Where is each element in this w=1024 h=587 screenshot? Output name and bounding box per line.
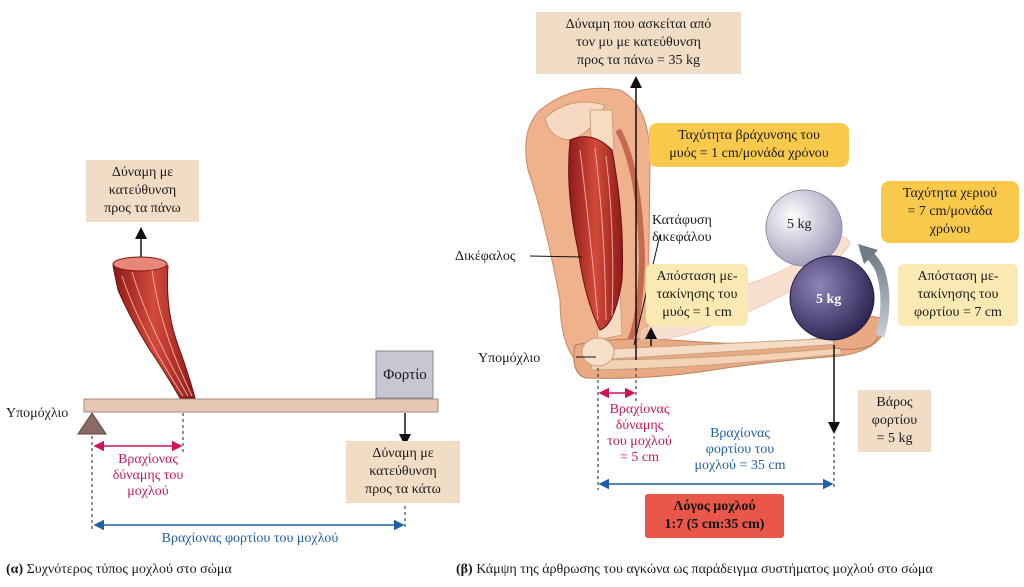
- load-box: [375, 350, 434, 399]
- hand-speed-box: Ταχύτητα χεριού = 7 cm/μονάδα χρόνου: [881, 181, 1019, 243]
- ball-upper-label: 5 kg: [787, 217, 812, 232]
- insertion-label: Κατάφυση δικεφάλου: [652, 213, 712, 245]
- caption-b: (β) Κάμψη της άρθρωσης του αγκώνα ως παρ…: [456, 562, 933, 578]
- force-down-box: Δύναμη με κατεύθυνση προς τα κάτω: [346, 441, 460, 503]
- effort-arm-label-a: Βραχίονας δύναμης του μοχλού: [112, 452, 184, 499]
- panel-a-graphics: [77, 227, 439, 531]
- fulcrum-triangle: [77, 412, 107, 435]
- caption-a-text: Συχνότερος τύπος μοχλού στο σώμα: [26, 562, 232, 577]
- biceps-label: Δικέφαλος: [455, 249, 516, 264]
- effort-arm-label-b: Βραχίονας δύναμης του μοχλού = 5 cm: [607, 402, 672, 465]
- ratio-box: Λόγος μοχλού 1:7 (5 cm:35 cm): [645, 494, 784, 538]
- fulcrum-label-b: Υπομόχλιο: [478, 351, 541, 366]
- load-label: Φορτίο: [383, 367, 427, 383]
- load-arm-label-b: Βραχίονας φορτίου του μοχλού = 35 cm: [694, 426, 786, 473]
- muscle-force-box: Δύναμη που ασκείται από τον μυ με κατεύθ…: [536, 12, 741, 74]
- ratio-title: Λόγος μοχλού: [673, 499, 756, 514]
- load-distance-box: Απόσταση με- τακίνησης του φορτίου = 7 c…: [898, 264, 1018, 326]
- load-arm-label-a: Βραχίονας φορτίου του μοχλού: [161, 531, 339, 546]
- ball-lower-label: 5 kg: [816, 292, 842, 307]
- caption-a-letter: (α): [6, 562, 24, 577]
- force-up-box: Δύναμη με κατεύθυνση προς τα πάνω: [86, 160, 199, 222]
- ratio-value: 1:7 (5 cm:35 cm): [664, 517, 765, 532]
- caption-b-letter: (β): [456, 562, 473, 577]
- dark-ball: [789, 255, 875, 341]
- weight-box: Βάρος φορτίου = 5 kg: [858, 390, 931, 452]
- caption-b-text: Κάμψη της άρθρωσης του αγκώνα ως παράδει…: [476, 562, 933, 577]
- muscle-distance-box: Απόσταση με- τακίνησης του μυός = 1 cm: [646, 264, 748, 326]
- light-ball: [765, 189, 843, 267]
- muscle-speed-box: Ταχύτητα βράχυνσης του μυός = 1 cm/μονάδ…: [649, 123, 849, 167]
- lever-bar: [83, 398, 439, 413]
- caption-a: (α) Συχνότερος τύπος μοχλού στο σώμα: [6, 562, 232, 578]
- fulcrum-label-a: Υπομόχλιο: [6, 406, 69, 421]
